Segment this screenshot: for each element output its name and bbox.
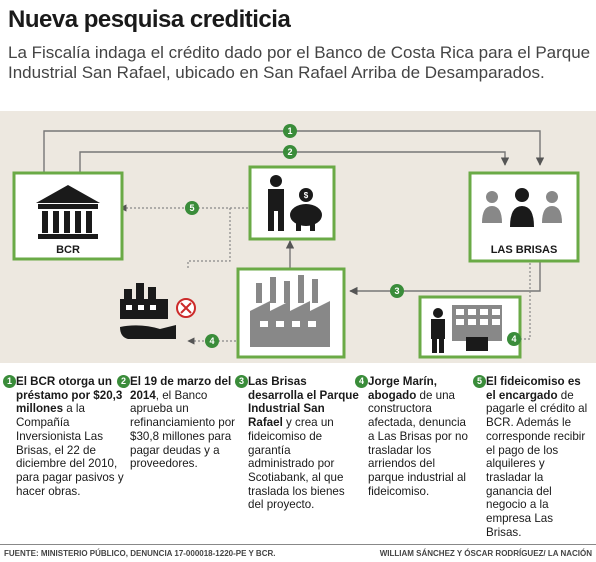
flow-diagram: BCR $ bbox=[0, 111, 596, 363]
bcr-label: BCR bbox=[56, 244, 80, 256]
footer-source: FUENTE: MINISTERIO PÚBLICO, DENUNCIA 17-… bbox=[4, 549, 276, 558]
las-brisas-label: LAS BRISAS bbox=[491, 244, 558, 256]
footer-credits: WILLIAM SÁNCHEZ Y ÓSCAR RODRÍGUEZ/ LA NA… bbox=[379, 549, 592, 558]
step-3: 3 Las Brisas desarrolla el Parque Indust… bbox=[235, 375, 360, 512]
bank-icon bbox=[36, 185, 100, 239]
step-4: 4 Jorge Marín, abogado de una constructo… bbox=[355, 375, 468, 498]
step-4-number: 4 bbox=[355, 375, 368, 388]
step-3-number: 3 bbox=[235, 375, 248, 388]
step-2-body: , el Banco aprueba un refinanciamiento p… bbox=[130, 388, 236, 471]
industrial-park-box bbox=[236, 267, 346, 359]
step-5-body: de pagarle el crédito al BCR. Además le … bbox=[486, 388, 588, 539]
step-1-number: 1 bbox=[3, 375, 16, 388]
marker-2-label: 2 bbox=[287, 147, 292, 157]
marker-4a-label: 4 bbox=[209, 336, 214, 346]
step-3-body: y crea un fideicomiso de garantía admini… bbox=[248, 416, 345, 512]
step-2: 2 El 19 de marzo del 2014, el Banco apru… bbox=[117, 375, 242, 471]
steps-list: 1 El BCR otorga un préstamo por $20,3 mi… bbox=[0, 366, 596, 542]
dollar-glyph: $ bbox=[304, 191, 309, 200]
marker-3: 3 bbox=[390, 284, 404, 298]
arrow-3-line bbox=[349, 261, 541, 296]
person-piggybank-icon bbox=[268, 175, 322, 231]
step-1: 1 El BCR otorga un préstamo por $20,3 mi… bbox=[3, 375, 128, 498]
marker-3-label: 3 bbox=[394, 286, 399, 296]
step-2-lead: El 19 de marzo del 2014 bbox=[130, 375, 232, 402]
marker-4b-label: 4 bbox=[511, 334, 516, 344]
page-subtitle: La Fiscalía indaga el crédito dado por e… bbox=[8, 43, 591, 82]
lawyer-icon bbox=[431, 305, 502, 353]
page-title: Nueva pesquisa crediticia bbox=[8, 6, 291, 33]
bcr-box: BCR bbox=[12, 171, 124, 261]
step-5: 5 El fideicomiso es el encargado de paga… bbox=[473, 375, 590, 539]
marker-1: 1 bbox=[283, 124, 297, 138]
arrow-4b-line bbox=[520, 261, 531, 340]
marker-1-label: 1 bbox=[287, 126, 292, 136]
step-1-lead: El BCR otorga un préstamo por $20,3 mill… bbox=[16, 375, 123, 416]
abogado-box bbox=[418, 295, 522, 359]
marker-2: 2 bbox=[283, 145, 297, 159]
step-2-number: 2 bbox=[117, 375, 130, 388]
step-5-lead: El fideicomiso es el encargado bbox=[486, 375, 581, 402]
step-4-body: de una constructora afectada, denuncia a… bbox=[368, 388, 468, 498]
factory-icon bbox=[250, 275, 330, 347]
businessmen-icon bbox=[482, 191, 562, 223]
flow-diagram-svg: BCR $ bbox=[12, 124, 580, 359]
constructora-icon bbox=[120, 283, 196, 339]
marker-5-label: 5 bbox=[189, 203, 194, 213]
step-4-lead: Jorge Marín, abogado bbox=[368, 375, 437, 402]
marker-4b: 4 bbox=[507, 332, 521, 346]
las-brisas-box: LAS BRISAS bbox=[468, 171, 580, 263]
fideicomiso-box: $ bbox=[248, 165, 336, 241]
marker-5: 5 bbox=[185, 201, 199, 215]
step-1-body: a la Compañía Inversionista Las Brisas, … bbox=[16, 402, 124, 498]
step-3-lead: Las Brisas desarrolla el Parque Industri… bbox=[248, 375, 359, 430]
arrow-dashed-5-vertical bbox=[187, 208, 231, 269]
step-5-number: 5 bbox=[473, 375, 486, 388]
marker-4a: 4 bbox=[205, 334, 219, 348]
footer: FUENTE: MINISTERIO PÚBLICO, DENUNCIA 17-… bbox=[0, 544, 596, 562]
